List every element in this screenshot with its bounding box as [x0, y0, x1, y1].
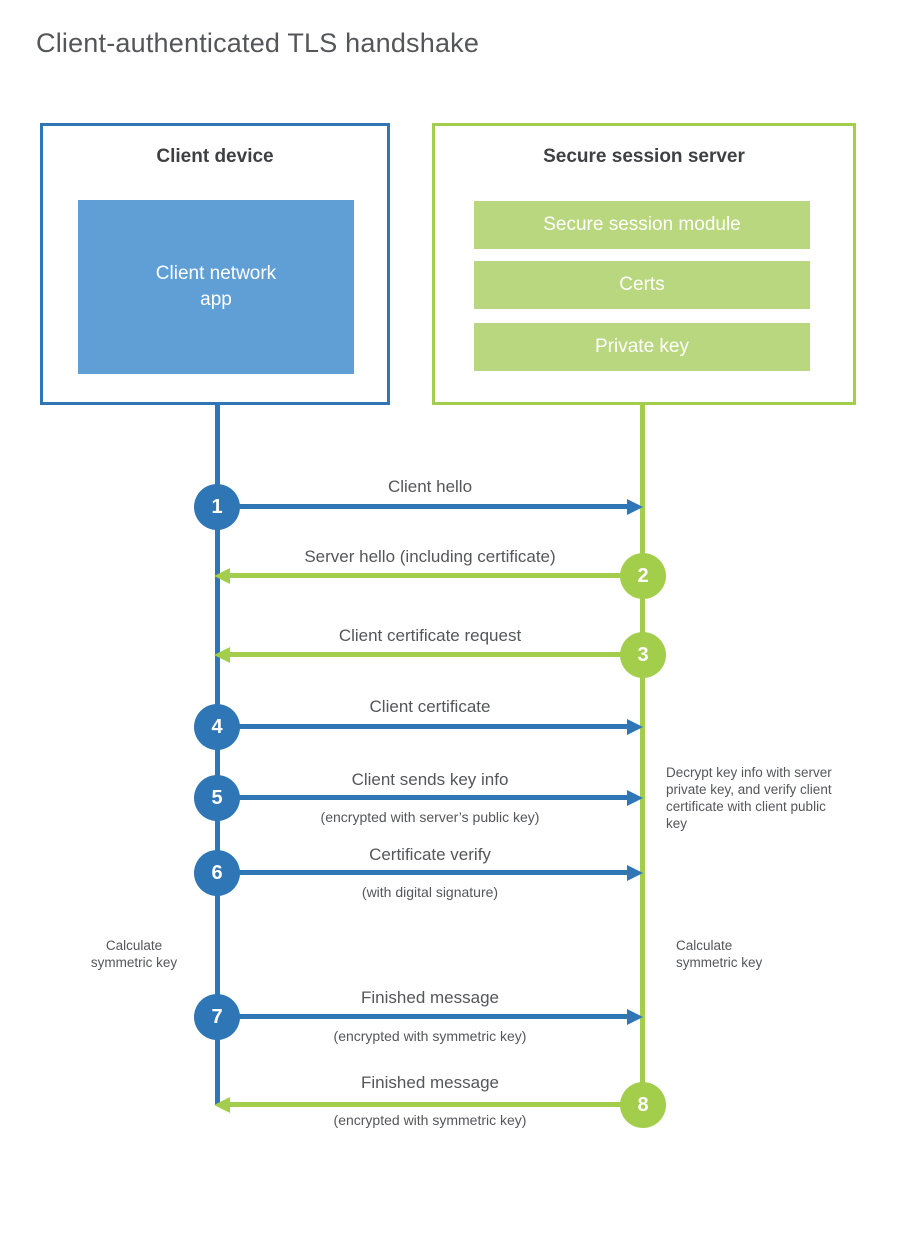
step-5-label: Client sends key info	[351, 770, 509, 789]
server-calc-symmetric-key-note: Calculate symmetric key	[676, 938, 763, 970]
step-8-sublabel: (encrypted with symmetric key)	[333, 1112, 527, 1128]
server-module-certs: Certs	[474, 261, 810, 309]
server-decrypt-note: Decrypt key info with server private key…	[666, 765, 832, 831]
step-3-badge: 3	[620, 632, 666, 678]
step-7-arrow	[217, 1014, 627, 1019]
client-device-box: Client device Client network app	[40, 123, 390, 405]
server-module-secure-session: Secure session module	[474, 201, 810, 249]
step-6-arrow	[217, 870, 627, 875]
step-5-arrowhead-icon	[627, 790, 643, 806]
step-8-arrow	[230, 1102, 643, 1107]
server-module-label: Certs	[619, 274, 665, 295]
step-1-arrow	[217, 504, 627, 509]
step-7-arrowhead-icon	[627, 1009, 643, 1025]
step-4-arrow	[217, 724, 627, 729]
server-module-label: Secure session module	[543, 214, 741, 235]
server-module-private-key: Private key	[474, 323, 810, 371]
step-5-arrow	[217, 795, 627, 800]
client-calc-symmetric-key-note: Calculate symmetric key	[90, 938, 178, 970]
step-8-arrowhead-icon	[214, 1097, 230, 1113]
step-1-arrowhead-icon	[627, 499, 643, 515]
step-3-arrow	[230, 652, 643, 657]
step-1-badge: 1	[194, 484, 240, 530]
step-6-sublabel: (with digital signature)	[361, 884, 499, 900]
secure-session-server-title: Secure session server	[543, 146, 745, 167]
step-7-badge: 7	[194, 994, 240, 1040]
step-6-badge: 6	[194, 850, 240, 896]
step-3-arrowhead-icon	[214, 647, 230, 663]
server-module-label: Private key	[595, 336, 689, 357]
client-device-title: Client device	[156, 146, 274, 167]
step-2-arrow	[230, 573, 643, 578]
step-2-label: Server hello (including certificate)	[304, 547, 556, 566]
step-7-sublabel: (encrypted with symmetric key)	[333, 1028, 527, 1044]
client-lifeline	[215, 405, 220, 1105]
step-4-badge: 4	[194, 704, 240, 750]
server-lifeline	[640, 405, 645, 1105]
step-4-arrowhead-icon	[627, 719, 643, 735]
step-3-label: Client certificate request	[338, 626, 522, 645]
secure-session-server-box: Secure session server Secure session mod…	[432, 123, 856, 405]
step-7-label: Finished message	[361, 988, 499, 1007]
client-network-app-label: Client network app	[155, 263, 277, 310]
step-8-label: Finished message	[361, 1073, 499, 1092]
step-4-label: Client certificate	[369, 697, 491, 716]
step-1-label: Client hello	[387, 477, 473, 496]
step-6-arrowhead-icon	[627, 865, 643, 881]
step-6-label: Certificate verify	[369, 845, 491, 864]
step-5-badge: 5	[194, 775, 240, 821]
client-network-app-box: Client network app	[78, 200, 354, 374]
step-8-badge: 8	[620, 1082, 666, 1128]
step-5-sublabel: (encrypted with server’s public key)	[320, 809, 540, 825]
step-2-badge: 2	[620, 553, 666, 599]
step-2-arrowhead-icon	[214, 568, 230, 584]
page-title: Client-authenticated TLS handshake	[36, 28, 480, 58]
